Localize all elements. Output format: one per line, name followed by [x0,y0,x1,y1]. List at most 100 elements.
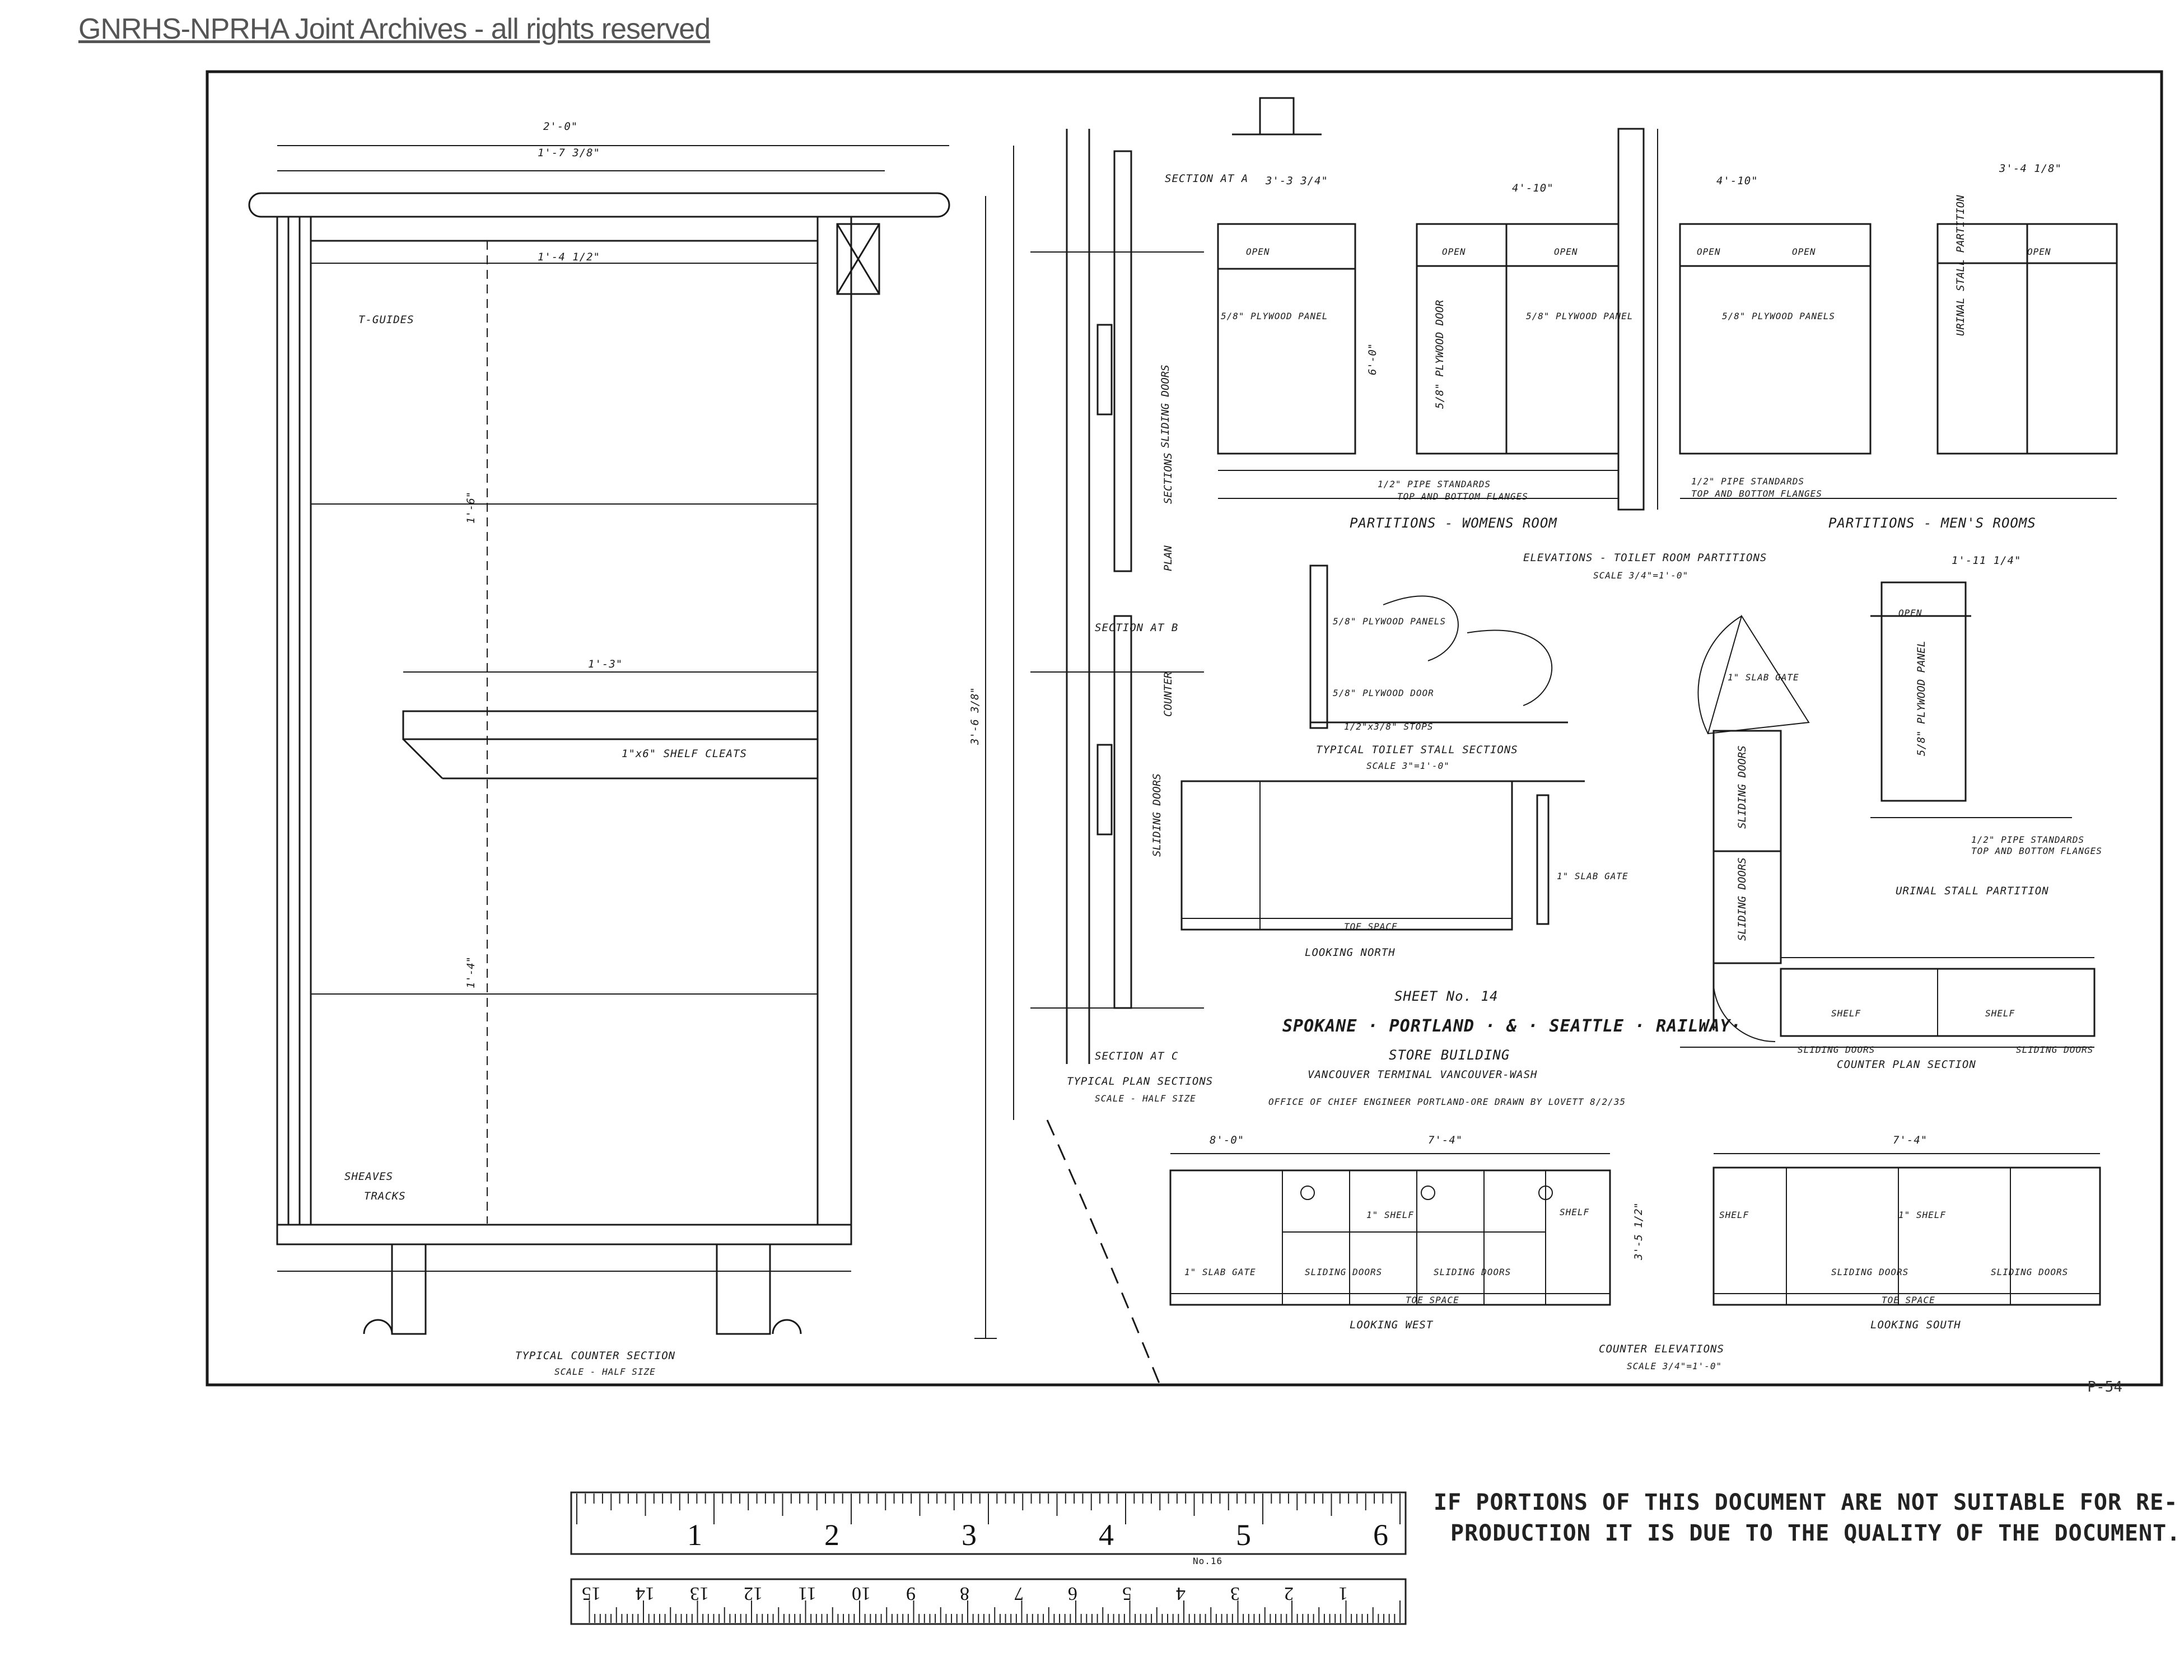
cm-label: 1 [1338,1583,1348,1604]
label-open-4: OPEN [1697,246,1721,257]
label-sliding-doors-west-1: SLIDING DOORS [1305,1267,1383,1277]
archive-watermark: GNRHS-NPRHA Joint Archives - all rights … [78,13,711,45]
counter-top-rounded [248,192,950,218]
counter-right-post [816,216,852,1226]
cm-label: 12 [744,1583,763,1604]
label-plywood-door: 5/8" PLYWOOD DOOR [1434,300,1446,409]
cm-label: 13 [689,1583,709,1604]
label-section-b: SECTION AT B [1095,622,1179,634]
label-sliding-doors-2: SLIDING DOORS [1151,773,1163,857]
label-one-shelf-1: 1" SHELF [1366,1210,1415,1220]
label-plan: PLAN [1162,545,1174,571]
label-plywood-panels-stall: 5/8" PLYWOOD PANELS [1333,616,1446,627]
stamp-line-1: IF PORTIONS OF THIS DOCUMENT ARE NOT SUI… [1434,1490,2178,1515]
title-looking-north: LOOKING NORTH [1305,946,1396,959]
title-typical-plan-sections: TYPICAL PLAN SECTIONS [1067,1075,1214,1088]
mens-partition-c [2026,223,2118,455]
cm-ruler [570,1578,1407,1625]
label-pipe-standards-men: 1/2" PIPE STANDARDS [1691,476,1805,487]
label-sliding-doors-plan-2: SLIDING DOORS [1736,857,1748,941]
title-location: VANCOUVER TERMINAL VANCOUVER-WASH [1308,1068,1538,1081]
dim-top-overall: 2'-0" [543,120,578,133]
label-tracks: TRACKS [364,1190,406,1202]
dim-urinal-width: 1'-11 1/4" [1952,554,2022,567]
label-one-shelf-2: 1" SHELF [1898,1210,1947,1220]
label-shelf-west: SHELF [1560,1207,1590,1217]
scale-toilet-stall: SCALE 3"=1'-0" [1366,760,1450,771]
mens-partition-b [1936,223,2028,455]
elevation-south [1712,1166,2101,1306]
dim-elev-height: 3'-5 1/2" [1632,1202,1645,1260]
label-shelf-south: SHELF [1719,1210,1749,1220]
label-open-5: OPEN [1792,246,1816,257]
scale-counter-elevations: SCALE 3/4"=1'-0" [1627,1361,1723,1371]
dim-men-width-2: 3'-4 1/8" [1999,162,2062,175]
label-toe-space-north: TOE SPACE [1344,921,1398,932]
label-sheaves: SHEAVES [344,1170,394,1183]
label-stops: 1/2"x3/8" STOPS [1344,721,1434,732]
inch-ruler [570,1491,1407,1555]
stamp-line-2: PRODUCTION IT IS DUE TO THE QUALITY OF T… [1450,1520,2181,1546]
cm-label: 2 [1284,1583,1294,1604]
title-partitions-men: PARTITIONS - MEN'S ROOMS [1828,515,2036,531]
label-plywood-door-stall: 5/8" PLYWOOD DOOR [1333,688,1434,698]
dim-height-total: 3'-6 3/8" [969,687,981,745]
inch-label: 1 [687,1518,702,1552]
label-flanges-men: TOP AND BOTTOM FLANGES [1691,488,1822,499]
cm-label: 14 [636,1583,655,1604]
inch-label: 2 [824,1518,839,1552]
dim-ht-6-0: 6'-0" [1366,343,1379,375]
label-slab-gate-plan: 1" SLAB GATE [1728,672,1799,683]
label-plywood-panel-1: 5/8" PLYWOOD PANEL [1221,311,1328,321]
cm-label: 11 [797,1583,816,1604]
label-shelf-cleats: 1"x6" SHELF CLEATS [622,748,747,760]
dim-inner-width: 1'-4 1/2" [538,251,600,263]
label-counter-vertical: COUNTER [1162,671,1174,717]
label-t-guides: T-GUIDES [358,314,414,326]
title-typical-counter-section: TYPICAL COUNTER SECTION [515,1350,676,1362]
title-store-building: STORE BUILDING [1389,1047,1510,1063]
label-sliding-doors-plan-3: SLIDING DOORS [1798,1044,1875,1055]
inch-label: 6 [1373,1518,1388,1552]
womens-partition-c [1505,223,1620,455]
dim-top-inner: 1'-7 3/8" [538,147,600,159]
label-pipe-standards-women: 1/2" PIPE STANDARDS [1378,479,1491,489]
title-railway: SPOKANE · PORTLAND · & · SEATTLE · RAILW… [1282,1016,1742,1036]
cm-label: 9 [906,1583,916,1604]
label-open-3: OPEN [1554,246,1578,257]
label-section-a: SECTION AT A [1165,172,1249,185]
cm-label: 3 [1230,1583,1240,1604]
cm-label: 6 [1068,1583,1077,1604]
cm-label: 5 [1122,1583,1132,1604]
label-sliding-doors-1: SLIDING DOORS [1159,365,1172,448]
label-sliding-doors-plan-1: SLIDING DOORS [1736,745,1748,829]
title-office: OFFICE OF CHIEF ENGINEER PORTLAND-ORE DR… [1268,1096,1626,1107]
scale-plan-sections: SCALE - HALF SIZE [1095,1093,1196,1104]
label-shelf-plan-2: SHELF [1985,1008,2015,1019]
dim-d2: 1'-4" [465,956,477,988]
womens-partition-a [1217,223,1356,455]
label-slab-gate-north: 1" SLAB GATE [1557,871,1628,881]
label-sliding-doors-south-2: SLIDING DOORS [1991,1267,2069,1277]
cm-label: 15 [581,1583,601,1604]
cm-label: 8 [960,1583,969,1604]
dim-elev-w1: 8'-0" [1210,1134,1245,1146]
dim-elev-w3: 7'-4" [1893,1134,1928,1146]
page-number: P-54 [2087,1379,2122,1396]
label-pipe-standards-urinal: 1/2" PIPE STANDARDS [1971,834,2085,845]
dim-d1: 1'-6" [465,491,477,524]
label-open-urinal: OPEN [1898,608,1922,618]
label-slab-gate-west: 1" SLAB GATE [1184,1267,1256,1277]
cm-label: 10 [852,1583,871,1604]
dim-shelf-width: 1'-3" [588,658,623,670]
label-plywood-panel-urinal: 5/8" PLYWOOD PANEL [1915,641,1928,756]
dim-elev-w2: 7'-4" [1428,1134,1463,1146]
counter-left-post [276,216,312,1226]
inch-label: 5 [1236,1518,1251,1552]
label-flanges-urinal: TOP AND BOTTOM FLANGES [1971,846,2102,856]
label-sliding-doors-south-1: SLIDING DOORS [1831,1267,1909,1277]
label-section-c: SECTION AT C [1095,1050,1179,1062]
dim-women-width: 4'-10" [1512,182,1554,194]
label-plywood-panel-2: 5/8" PLYWOOD PANEL [1526,311,1634,321]
sheet-border [206,70,2163,1387]
